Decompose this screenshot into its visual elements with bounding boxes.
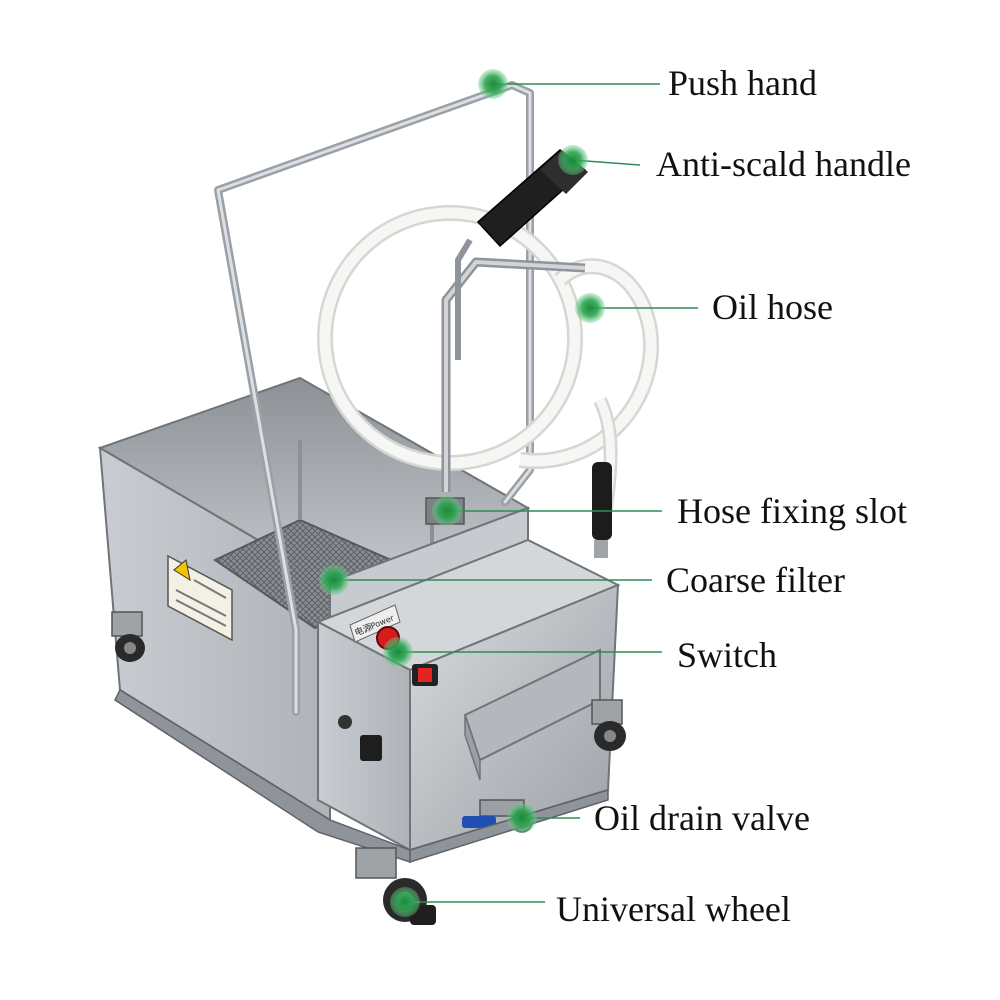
dot-universal-wheel: [390, 887, 420, 917]
dot-oil-hose: [575, 293, 605, 323]
caster-wheel-back-left: [111, 611, 145, 662]
power-panel: 电源 Power: [349, 604, 438, 686]
callouts: Push hand Anti-scald handle Oil hose Hos…: [319, 63, 911, 929]
suction-wand: [441, 238, 586, 492]
dot-hose-fixing-slot: [432, 496, 462, 526]
oil-filter-cart: 电源 Power: [97, 81, 660, 925]
label-oil-drain-valve: Oil drain valve: [594, 798, 810, 838]
warning-sticker: [167, 554, 233, 642]
oil-hose: [317, 205, 660, 558]
side-socket: [360, 735, 382, 761]
label-universal-wheel: Universal wheel: [556, 889, 791, 929]
label-hose-fixing-slot: Hose fixing slot: [677, 491, 907, 531]
label-oil-hose: Oil hose: [712, 287, 833, 327]
dot-oil-drain-valve: [507, 803, 537, 833]
label-coarse-filter: Coarse filter: [666, 560, 845, 600]
dot-push-hand: [478, 69, 508, 99]
dot-coarse-filter: [319, 565, 349, 595]
caster-wheel-back-right: [591, 699, 626, 751]
dot-anti-scald-handle: [558, 145, 588, 175]
label-anti-scald-handle: Anti-scald handle: [656, 144, 911, 184]
dot-switch: [383, 637, 413, 667]
push-handle-frame[interactable]: [214, 81, 534, 716]
label-push-hand: Push hand: [668, 63, 817, 103]
label-switch: Switch: [677, 635, 777, 675]
